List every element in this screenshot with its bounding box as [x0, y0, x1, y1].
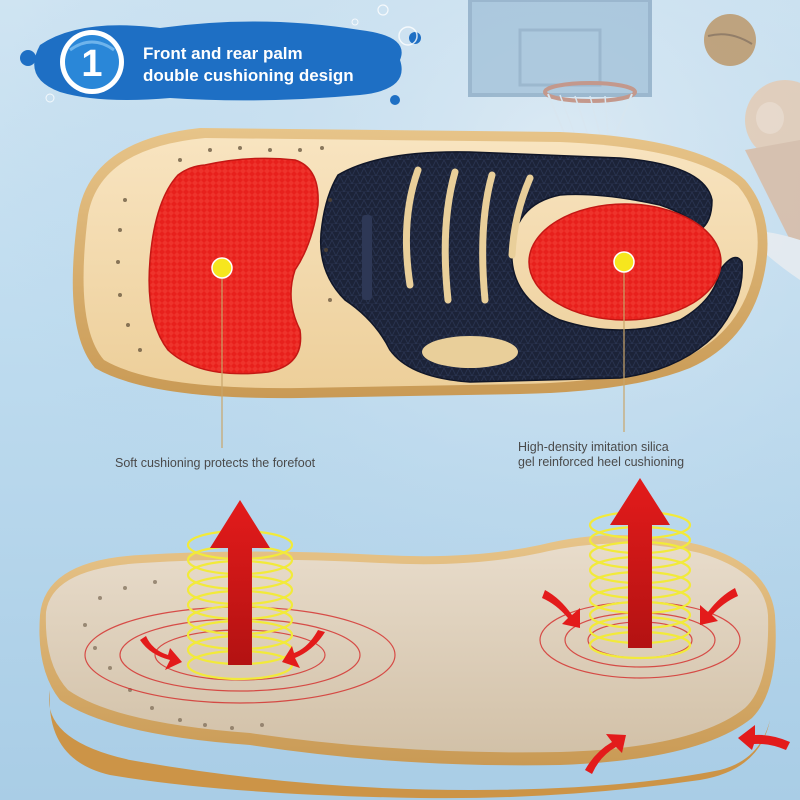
heel-right-arrow	[700, 588, 738, 625]
heel-left-arrow	[542, 590, 580, 628]
heel-bottom-right-arrow	[738, 725, 790, 750]
heel-cushion-effect	[539, 478, 790, 774]
heel-marker	[613, 251, 635, 273]
forefoot-callout: Soft cushioning protects the forefoot	[115, 456, 315, 471]
arch-support-shell	[319, 151, 744, 383]
headline-line-2: double cushioning design	[143, 66, 354, 85]
forefoot-gel-pad	[148, 157, 319, 375]
headline-line-1: Front and rear palm	[143, 44, 303, 63]
step-number-badge: 1	[60, 30, 124, 94]
basketball-hoop	[468, 0, 652, 136]
forefoot-marker	[211, 257, 233, 279]
forefoot-cushion-effect	[84, 500, 396, 704]
heel-up-arrow	[610, 478, 670, 648]
heel-callout-line-1: High-density imitation silica	[518, 440, 669, 454]
forefoot-up-arrow	[210, 500, 270, 665]
badge-headline: Front and rear palm double cushioning de…	[143, 43, 403, 87]
forefoot-left-arrow	[140, 636, 182, 670]
callout-markers	[211, 251, 635, 448]
forefoot-right-arrow	[282, 630, 325, 668]
paint-splash	[20, 4, 421, 105]
heel-callout-line-2: gel reinforced heel cushioning	[518, 455, 685, 469]
insole-top-view	[72, 128, 768, 399]
forefoot-callout-text: Soft cushioning protects the forefoot	[115, 456, 316, 470]
step-number: 1	[81, 43, 102, 85]
heel-callout: High-density imitation silica gel reinfo…	[518, 440, 684, 470]
heel-bottom-left-arrow	[585, 734, 626, 774]
child-silhouette	[704, 14, 800, 280]
